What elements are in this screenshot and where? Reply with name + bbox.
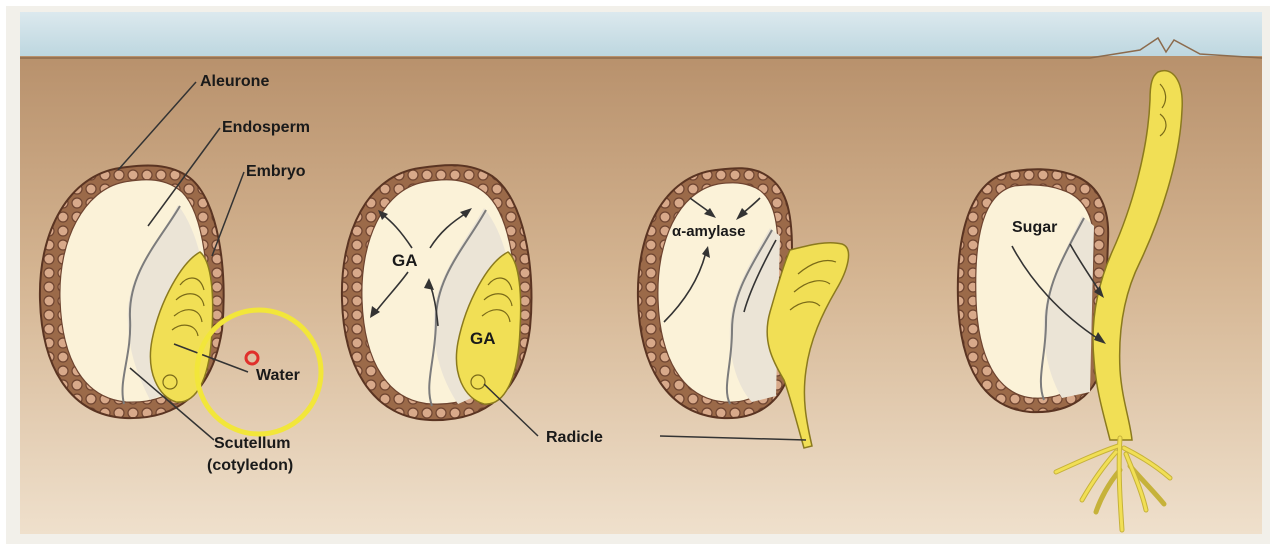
aleurone-label: Aleurone [200,73,269,90]
radicle-label: Radicle [546,429,603,446]
endosperm-label: Endosperm [222,119,310,136]
cotyledon-label: (cotyledon) [207,457,293,474]
scutellum-label: Scutellum [214,435,290,452]
seed-2 [342,165,532,420]
ga-endosperm-label: GA [392,251,418,270]
sky-band [20,12,1262,58]
alpha-amylase-label: α-amylase [672,223,745,240]
water-label: Water [256,367,300,384]
ga-embryo-label: GA [470,329,496,348]
embryo-label: Embryo [246,163,306,180]
sugar-label: Sugar [1012,219,1057,236]
